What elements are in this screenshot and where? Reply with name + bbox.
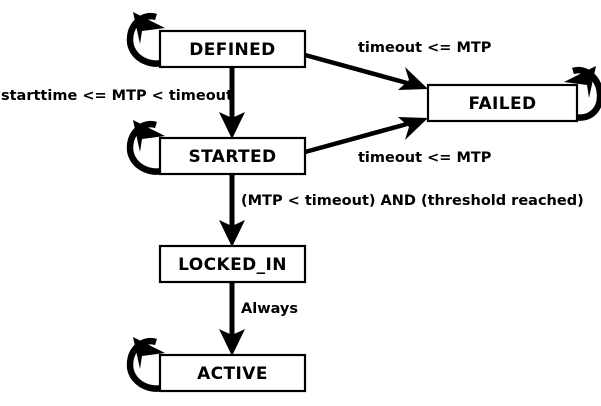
state-label-failed: FAILED [468,94,536,114]
state-node-started[interactable]: STARTED [158,136,307,176]
state-box-defined[interactable] [158,29,307,69]
edge-started-to-failed [304,117,428,155]
self-loop-defined [126,12,168,67]
edge-defined-to-started [219,67,245,139]
arrowhead-defined-to-failed [398,67,428,90]
arrowhead-started-self [133,120,165,152]
arrowhead-failed-self [564,66,596,98]
edge-label-starttime-mtp-timeout: starttime <= MTP < timeout [1,88,233,104]
state-label-locked-in: LOCKED_IN [178,255,287,275]
edge-label-timeout-mtp-upper: timeout <= MTP [358,40,492,56]
self-loop-active [126,337,168,392]
state-node-active[interactable]: ACTIVE [158,353,307,393]
arrowhead-started-to-lockedin [219,220,245,247]
state-node-failed[interactable]: FAILED [426,83,579,123]
self-loop-failed [564,66,601,121]
edge-started-to-lockedin [219,174,245,247]
state-node-locked-in[interactable]: LOCKED_IN [158,244,307,284]
arrowhead-lockedin-to-active [219,329,245,356]
self-loop-started [126,120,168,175]
edge-label-mtp-threshold: (MTP < timeout) AND (threshold reached) [241,193,584,209]
arrowhead-defined-self [133,12,165,44]
state-label-active: ACTIVE [197,364,268,384]
edge-lockedin-to-active [219,282,245,356]
state-box-locked-in[interactable] [158,244,307,284]
state-box-active[interactable] [158,353,307,393]
edge-defined-to-failed [304,52,428,90]
state-box-failed[interactable] [426,83,579,123]
state-node-defined[interactable]: DEFINED [158,29,307,69]
state-label-defined: DEFINED [189,40,275,60]
arrowhead-started-to-failed [398,117,428,140]
state-label-started: STARTED [188,147,276,167]
edge-label-always: Always [241,301,298,317]
state-box-started[interactable] [158,136,307,176]
edge-label-timeout-mtp-lower: timeout <= MTP [358,150,492,166]
arrowhead-defined-to-started [219,112,245,139]
arrowhead-active-self [133,337,165,369]
